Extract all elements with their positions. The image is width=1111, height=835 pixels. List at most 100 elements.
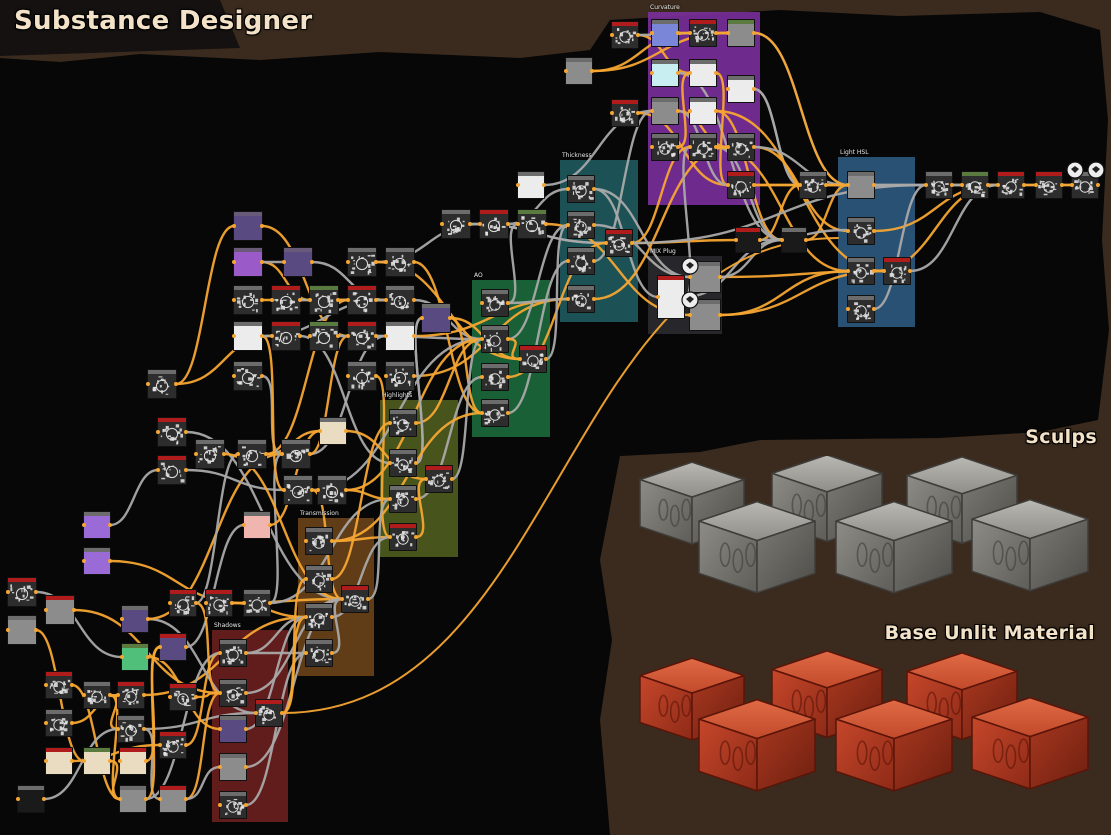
node[interactable]: [650, 19, 680, 47]
node[interactable]: [420, 303, 452, 333]
node[interactable]: [232, 361, 264, 391]
node[interactable]: [270, 321, 302, 351]
node[interactable]: [44, 595, 76, 625]
node[interactable]: [440, 209, 472, 239]
node[interactable]: [726, 19, 756, 47]
node[interactable]: [232, 285, 264, 315]
node[interactable]: [566, 285, 596, 313]
node[interactable]: [308, 321, 340, 351]
node[interactable]: [846, 171, 876, 199]
node[interactable]: [424, 465, 454, 493]
node[interactable]: [308, 285, 340, 315]
node[interactable]: [798, 171, 828, 199]
node[interactable]: [346, 247, 378, 277]
node[interactable]: [346, 361, 378, 391]
node[interactable]: [1034, 171, 1064, 199]
node[interactable]: [566, 175, 596, 203]
node[interactable]: [120, 605, 150, 633]
node[interactable]: [156, 417, 188, 447]
node[interactable]: [218, 715, 248, 743]
node[interactable]: [232, 247, 264, 277]
node[interactable]: [388, 523, 418, 551]
node[interactable]: [346, 285, 378, 315]
node[interactable]: [516, 171, 546, 199]
node[interactable]: [82, 681, 112, 709]
node[interactable]: [116, 715, 146, 743]
node[interactable]: [846, 295, 876, 323]
node[interactable]: [924, 171, 954, 199]
node[interactable]: [236, 439, 268, 469]
node[interactable]: [242, 511, 272, 539]
node[interactable]: [218, 679, 248, 707]
node[interactable]: [960, 171, 990, 199]
node[interactable]: [480, 289, 510, 317]
node[interactable]: [688, 299, 722, 331]
node[interactable]: [158, 731, 188, 759]
node[interactable]: [156, 455, 188, 485]
node[interactable]: [6, 615, 38, 645]
node[interactable]: [340, 585, 370, 613]
node[interactable]: [480, 399, 510, 427]
node[interactable]: [384, 321, 416, 351]
node[interactable]: [194, 439, 226, 469]
node[interactable]: [846, 217, 876, 245]
node[interactable]: [518, 345, 548, 373]
node[interactable]: [388, 485, 418, 513]
node[interactable]: [604, 229, 634, 257]
node[interactable]: [304, 639, 334, 667]
node[interactable]: [726, 75, 756, 103]
node[interactable]: [280, 439, 312, 469]
node[interactable]: [304, 603, 334, 631]
node[interactable]: [516, 209, 548, 239]
node[interactable]: [780, 227, 808, 253]
node[interactable]: [480, 325, 510, 353]
node[interactable]: [168, 683, 198, 711]
node[interactable]: [270, 285, 302, 315]
node[interactable]: [650, 97, 680, 125]
node[interactable]: [566, 211, 596, 239]
node[interactable]: [384, 285, 416, 315]
node[interactable]: [688, 97, 718, 125]
node[interactable]: [996, 171, 1026, 199]
node[interactable]: [882, 257, 912, 285]
node[interactable]: [316, 475, 348, 505]
node[interactable]: [384, 361, 416, 391]
node[interactable]: [158, 633, 188, 661]
node[interactable]: [650, 133, 680, 161]
node[interactable]: [282, 247, 314, 277]
node[interactable]: [82, 547, 112, 575]
node[interactable]: [44, 709, 74, 737]
node[interactable]: [688, 133, 718, 161]
node[interactable]: [82, 511, 112, 539]
node[interactable]: [146, 369, 178, 399]
node[interactable]: [218, 639, 248, 667]
node[interactable]: [564, 57, 594, 85]
node-output-badge-icon[interactable]: [1066, 161, 1084, 179]
node[interactable]: [304, 527, 334, 555]
node[interactable]: [218, 753, 248, 781]
node[interactable]: [242, 589, 272, 617]
node[interactable]: [304, 565, 334, 593]
node[interactable]: [44, 671, 74, 699]
node[interactable]: [168, 589, 198, 617]
node[interactable]: [388, 449, 418, 477]
node[interactable]: [254, 699, 284, 727]
node[interactable]: [218, 791, 248, 819]
node[interactable]: [688, 19, 718, 47]
node[interactable]: [478, 209, 510, 239]
node[interactable]: [116, 681, 146, 709]
node[interactable]: [656, 275, 686, 319]
node[interactable]: [846, 257, 876, 285]
node[interactable]: [232, 211, 264, 241]
node[interactable]: [726, 171, 756, 199]
node-output-badge-icon[interactable]: [681, 291, 699, 309]
node[interactable]: [118, 747, 148, 775]
node[interactable]: [688, 59, 718, 87]
node[interactable]: [318, 417, 348, 445]
node[interactable]: [480, 363, 510, 391]
node[interactable]: [44, 747, 74, 775]
node[interactable]: [650, 59, 680, 87]
node[interactable]: [6, 577, 38, 607]
node[interactable]: [232, 321, 264, 351]
